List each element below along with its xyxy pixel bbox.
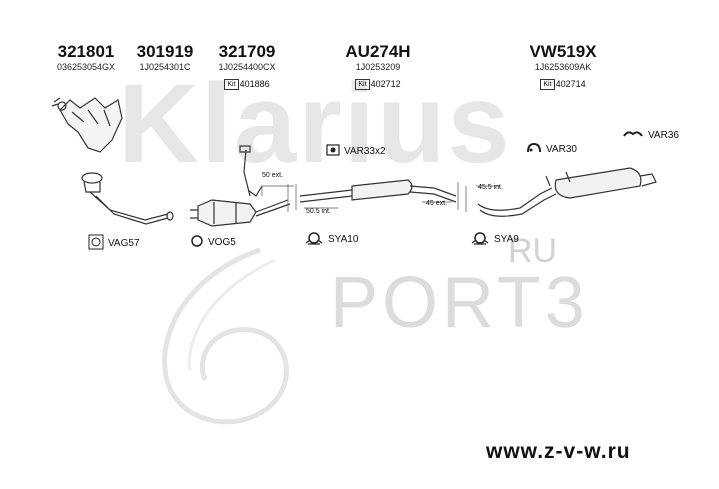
accessory-label: VAR33x2 [344, 146, 386, 157]
part-number: 301919 [136, 42, 194, 61]
accessory-var33: VAR33x2 [326, 144, 386, 159]
clamp-icon [304, 230, 324, 249]
dim-50-ext: 50 ext. [262, 172, 284, 179]
gasket-icon [88, 234, 104, 253]
kit-box: Kit [540, 79, 555, 90]
klarius-watermark: Klarius [118, 61, 512, 186]
website-url: www.z-v-w.ru [486, 440, 631, 463]
bracket-icon [326, 144, 340, 159]
lambda-sensor [239, 145, 263, 197]
clamp-icon [470, 230, 490, 249]
ru-watermark: RU [508, 232, 558, 270]
accessory-sya9: SYA9 [470, 230, 519, 249]
part-number: 321709 [218, 42, 276, 61]
accessory-label: VAR30 [546, 144, 577, 155]
kit-box: Kit [224, 79, 239, 90]
rubber-mount-icon [526, 142, 542, 157]
dim-45-5-int: 45.5 int. [478, 184, 503, 191]
exhaust-manifold [51, 97, 123, 153]
part-number: AU274H [345, 42, 411, 61]
swirl-logo-watermark [162, 247, 289, 425]
part-code: 1J0253209 [355, 62, 401, 72]
hanger-icon [622, 128, 644, 143]
accessory-var36: VAR36 [622, 128, 679, 143]
kit-number: 401886 [239, 79, 270, 89]
kit-box: Kit [355, 79, 370, 90]
accessory-var30: VAR30 [526, 142, 577, 157]
port3-watermark: PORT3 [330, 263, 589, 343]
catalytic-converter [190, 199, 291, 227]
dimension-markers [261, 182, 500, 212]
accessory-vag57: VAG57 [88, 234, 140, 253]
accessory-label: SYA9 [494, 234, 519, 245]
part-code: 036253054GX [56, 62, 116, 72]
rear-silencer [477, 167, 657, 217]
accessory-label: VAG57 [108, 238, 140, 249]
part-number: 321801 [57, 42, 115, 61]
part-code: 1J6253609AK [534, 62, 592, 72]
middle-silencer [299, 179, 457, 203]
part-301919: 301919 1J0254301C [127, 43, 203, 73]
accessory-label: VAR36 [648, 130, 679, 141]
dim-50-5-int: 50.5 int. [306, 208, 331, 215]
accessory-label: SYA10 [328, 234, 359, 245]
kit-number: 402714 [555, 79, 586, 89]
accessory-sya10: SYA10 [304, 230, 358, 249]
part-code: 1J0254301C [139, 62, 191, 72]
part-code: 1J0254400CX [218, 62, 276, 72]
accessory-label: VOG5 [208, 237, 236, 248]
part-321801: 321801 036253054GX [44, 43, 128, 73]
down-pipe [81, 172, 174, 225]
part-number: VW519X [529, 42, 597, 61]
accessory-vog5: VOG5 [190, 234, 236, 251]
ring-gasket-icon [190, 234, 204, 251]
dim-45-ext: 45 ext. [426, 200, 448, 207]
kit-number: 402712 [370, 79, 401, 89]
